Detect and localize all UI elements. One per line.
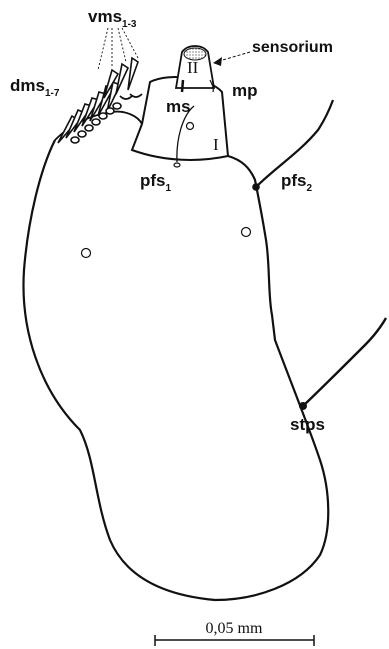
pore-body-right xyxy=(242,228,251,237)
dorsal-setae-group xyxy=(58,82,121,143)
vms-seta-3 xyxy=(128,58,138,90)
dms-socket-4 xyxy=(92,119,100,125)
vms-base-1 xyxy=(120,96,132,99)
dms-socket-6 xyxy=(106,108,114,114)
socket-stps xyxy=(299,402,307,410)
socket-pfs2 xyxy=(252,183,260,191)
label-pfs2: pfs2 xyxy=(281,171,313,194)
pore-segment-1 xyxy=(187,123,194,130)
label-ms: ms xyxy=(166,97,191,116)
dms-socket-3 xyxy=(85,125,93,131)
body-outline xyxy=(23,140,328,600)
label-pfs1: pfs1 xyxy=(140,171,172,194)
dms-socket-5 xyxy=(99,113,107,119)
dms-socket-7 xyxy=(113,103,121,109)
socket-pfs1 xyxy=(174,163,180,167)
label-vms: vms1-3 xyxy=(88,7,137,30)
label-dms: dms1-7 xyxy=(10,76,60,99)
label-segment-1: I xyxy=(213,135,219,154)
label-stps: stps xyxy=(290,415,325,434)
label-segment-2: II xyxy=(187,58,199,77)
label-mp: mp xyxy=(232,81,258,100)
pore-body-left xyxy=(82,249,91,258)
sensorium-arrowhead xyxy=(213,57,222,66)
dms-socket-1 xyxy=(71,137,79,143)
dms-socket-2 xyxy=(78,131,86,137)
seta-stps xyxy=(303,318,386,406)
vms-seta-2 xyxy=(116,64,128,94)
scale-bar-label: 0,05 mm xyxy=(206,620,263,637)
label-sensorium: sensorium xyxy=(252,39,333,56)
sensillum-ms xyxy=(182,80,183,92)
